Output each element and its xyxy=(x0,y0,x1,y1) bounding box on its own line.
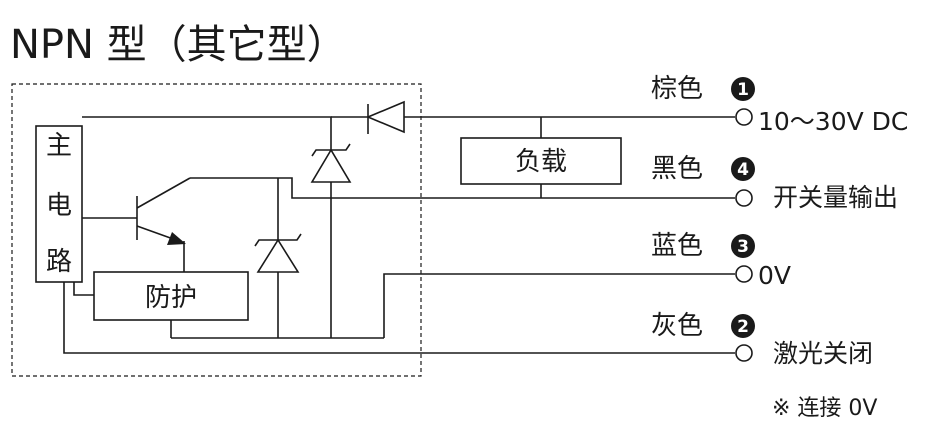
main-circuit-box xyxy=(35,125,83,283)
number-badge-2-text: 2 xyxy=(737,317,749,337)
diode-symbol xyxy=(365,100,405,134)
laser-off-line xyxy=(63,282,735,354)
number-badge-3 xyxy=(731,234,755,258)
number-badge-1-text: 1 xyxy=(737,80,749,100)
diagram-title: NPN 型（其它型） xyxy=(10,22,347,68)
wire-label-blue: 蓝色 3 xyxy=(651,231,755,261)
number-badge-4-text: 4 xyxy=(737,160,749,180)
terminal-brown xyxy=(735,108,753,126)
terminal-gray xyxy=(735,344,753,362)
wire-label-black: 黑色 4 xyxy=(651,154,755,184)
terminal-label-zero-volt: 0V xyxy=(758,261,791,290)
terminal-blue xyxy=(735,265,753,283)
supply-rail-inner xyxy=(82,116,332,122)
main-circuit-char-1: 主 xyxy=(46,131,72,161)
wire-label-gray: 灰色 2 xyxy=(651,311,755,341)
wire-color-brown: 棕色 xyxy=(651,74,703,104)
number-badge-1 xyxy=(731,77,755,101)
load-label: 负载 xyxy=(515,147,567,177)
number-badge-4 xyxy=(731,157,755,181)
terminal-black xyxy=(735,189,753,207)
main-circuit-char-2: 电 xyxy=(46,191,72,221)
wire-color-blue: 蓝色 xyxy=(651,231,703,261)
terminal-label-laser-off: 激光关闭 xyxy=(773,339,873,368)
protection-input-lead xyxy=(73,282,94,296)
wire-color-black: 黑色 xyxy=(651,154,703,184)
output-line xyxy=(190,177,735,199)
number-badge-2 xyxy=(731,314,755,338)
wire-color-gray: 灰色 xyxy=(651,311,703,341)
wire-label-brown: 棕色 1 xyxy=(651,74,755,104)
zener-upper-symbol xyxy=(310,148,352,183)
transistor-emitter-arrow xyxy=(167,232,186,245)
number-badge-3-text: 3 xyxy=(737,237,749,257)
main-circuit-char-3: 路 xyxy=(46,247,72,277)
terminal-label-output: 开关量输出 xyxy=(773,183,898,212)
terminal-label-supply: 10～30V DC xyxy=(758,107,908,136)
transistor-emitter xyxy=(136,225,177,241)
zener-lower-symbol xyxy=(256,238,300,273)
transistor-collector xyxy=(136,177,191,209)
protection-label: 防护 xyxy=(145,283,197,313)
zero-volt-line xyxy=(383,273,735,338)
sensor-enclosure xyxy=(11,83,422,377)
footnote: ※ 连接 0V xyxy=(772,396,877,421)
